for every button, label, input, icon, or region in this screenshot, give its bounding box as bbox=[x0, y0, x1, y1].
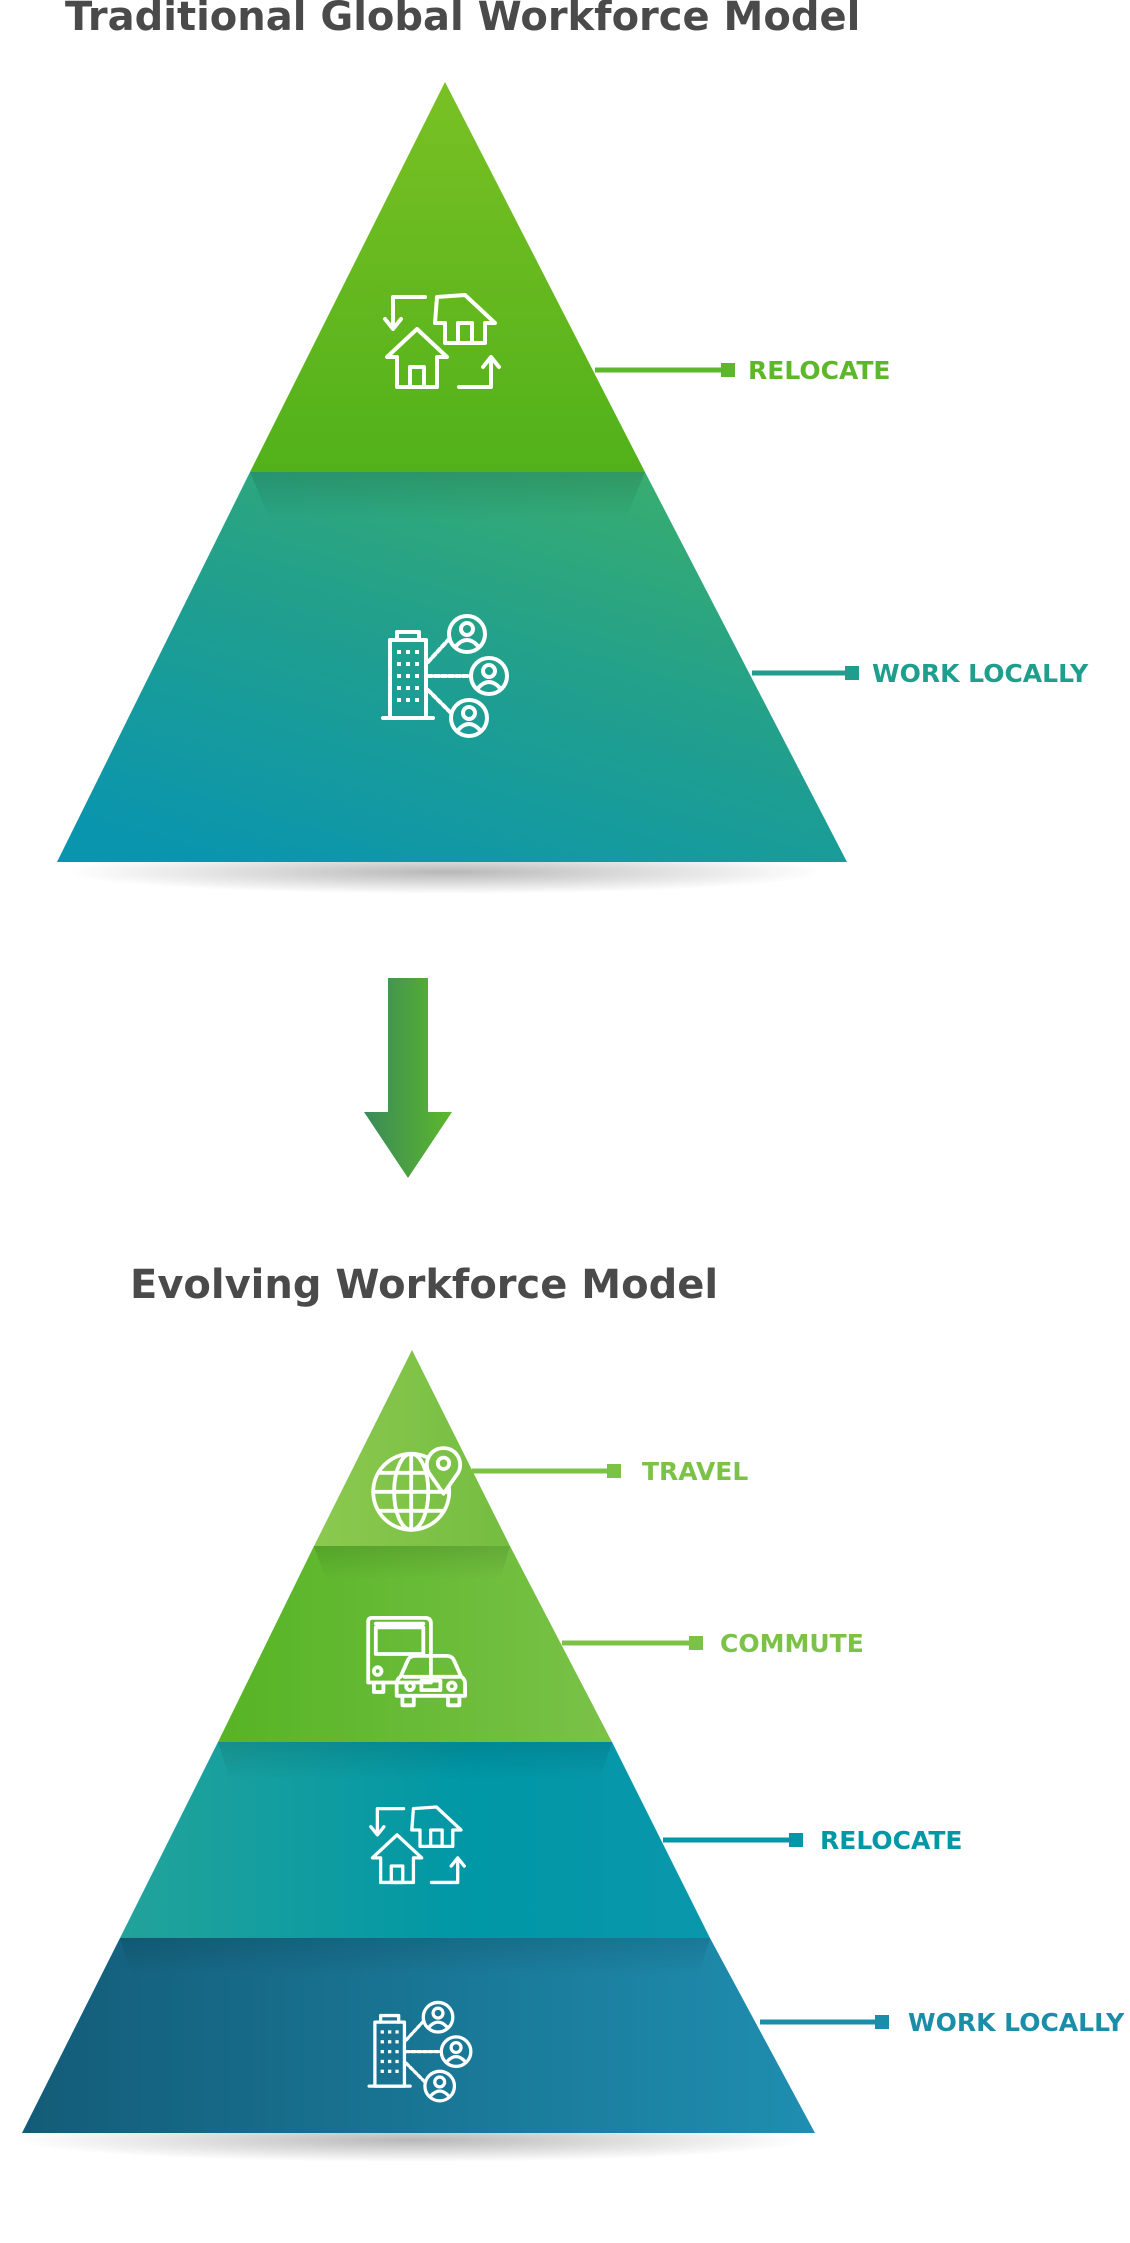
bottom-divider-shade-2 bbox=[218, 1742, 612, 1780]
bottom-divider-shade-1 bbox=[314, 1546, 510, 1580]
bottom-label-relocate-text: RELOCATE bbox=[820, 1826, 963, 1855]
bottom-label-work-locally: WORK LOCALLY bbox=[760, 2008, 1125, 2037]
bottom-label-travel-text: TRAVEL bbox=[642, 1457, 748, 1486]
top-tier-work-locally bbox=[57, 472, 847, 862]
bottom-tier-commute bbox=[218, 1546, 612, 1742]
bottom-label-commute-text: COMMUTE bbox=[720, 1629, 864, 1658]
top-title: Traditional Global Workforce Model bbox=[65, 0, 860, 40]
bottom-tier-relocate bbox=[120, 1742, 710, 1938]
top-label-relocate: RELOCATE bbox=[595, 356, 891, 385]
top-tier-relocate bbox=[250, 82, 645, 472]
bottom-label-commute: COMMUTE bbox=[562, 1629, 864, 1658]
bottom-pyramid bbox=[22, 1350, 815, 2133]
bottom-tier-work-locally bbox=[22, 1938, 815, 2133]
bottom-label-travel: TRAVEL bbox=[472, 1457, 748, 1486]
bottom-tier-travel bbox=[314, 1350, 510, 1546]
bottom-divider-shade-3 bbox=[120, 1938, 710, 1976]
top-label-work-locally-text: WORK LOCALLY bbox=[872, 659, 1089, 688]
down-arrow-icon bbox=[364, 978, 452, 1178]
top-tier-divider-shade bbox=[250, 472, 645, 520]
top-label-relocate-text: RELOCATE bbox=[748, 356, 891, 385]
bottom-label-work-locally-text: WORK LOCALLY bbox=[908, 2008, 1125, 2037]
bottom-title: Evolving Workforce Model bbox=[130, 1262, 718, 1308]
top-pyramid bbox=[57, 82, 847, 862]
bottom-label-relocate: RELOCATE bbox=[663, 1826, 963, 1855]
top-label-work-locally: WORK LOCALLY bbox=[752, 659, 1089, 688]
